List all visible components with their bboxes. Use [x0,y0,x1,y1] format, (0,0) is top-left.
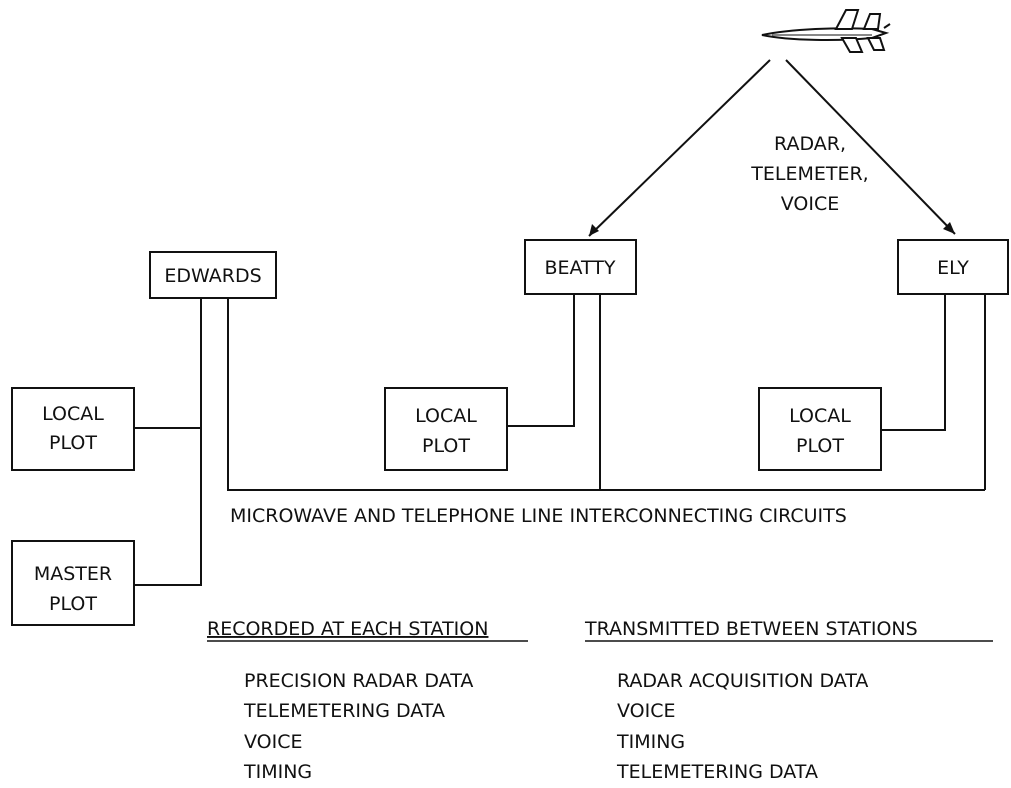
recorded-item: TELEMETERING DATA [243,700,445,722]
transmitted-heading: TRANSMITTED BETWEEN STATIONS [584,618,918,640]
signal-label-line1: RADAR, [774,133,846,155]
arrowhead-ely [943,222,955,234]
aircraft-icon [761,9,891,53]
local-plot-beatty-line1: LOCAL [415,405,477,427]
local-plot-edwards-line1: LOCAL [42,403,104,425]
recorded-item: VOICE [244,731,303,753]
local-plot-edwards-line2: PLOT [49,432,97,454]
local-plot-ely-line1: LOCAL [789,405,851,427]
master-plot-line2: PLOT [49,593,97,615]
interconnect-label: MICROWAVE AND TELEPHONE LINE INTERCONNEC… [230,505,847,527]
recorded-heading: RECORDED AT EACH STATION [207,618,488,640]
master-plot-edwards: MASTER PLOT [11,540,135,626]
interconnect-bus [227,298,985,491]
signal-label-line3: VOICE [781,193,840,215]
recorded-item: TIMING [243,761,312,783]
connection-wires [134,294,986,586]
local-plot-ely-line2: PLOT [796,435,844,457]
transmitted-item: VOICE [617,700,676,722]
signal-label-line2: TELEMETER, [750,163,868,185]
local-plot-beatty-line2: PLOT [422,435,470,457]
local-plot-ely: LOCAL PLOT [758,387,882,471]
recorded-item: PRECISION RADAR DATA [244,670,473,692]
master-plot-line1: MASTER [34,563,112,585]
station-ely-label: ELY [937,257,969,279]
local-plot-beatty: LOCAL PLOT [384,387,508,471]
station-edwards: EDWARDS [149,251,277,299]
wire-beatty-local [507,294,575,427]
wire-edwards-master [134,298,202,586]
transmitted-item: TIMING [616,731,685,753]
transmitted-item: TELEMETERING DATA [616,761,818,783]
transmitted-item: RADAR ACQUISITION DATA [617,670,868,692]
local-plot-edwards: LOCAL PLOT [11,387,135,471]
wire-ely-local [881,294,946,431]
station-beatty-label: BEATTY [544,257,615,279]
station-edwards-label: EDWARDS [164,265,261,287]
arrowhead-beatty [589,224,599,236]
station-beatty: BEATTY [524,239,637,295]
signal-arrows [588,59,956,237]
station-ely: ELY [897,239,1009,295]
